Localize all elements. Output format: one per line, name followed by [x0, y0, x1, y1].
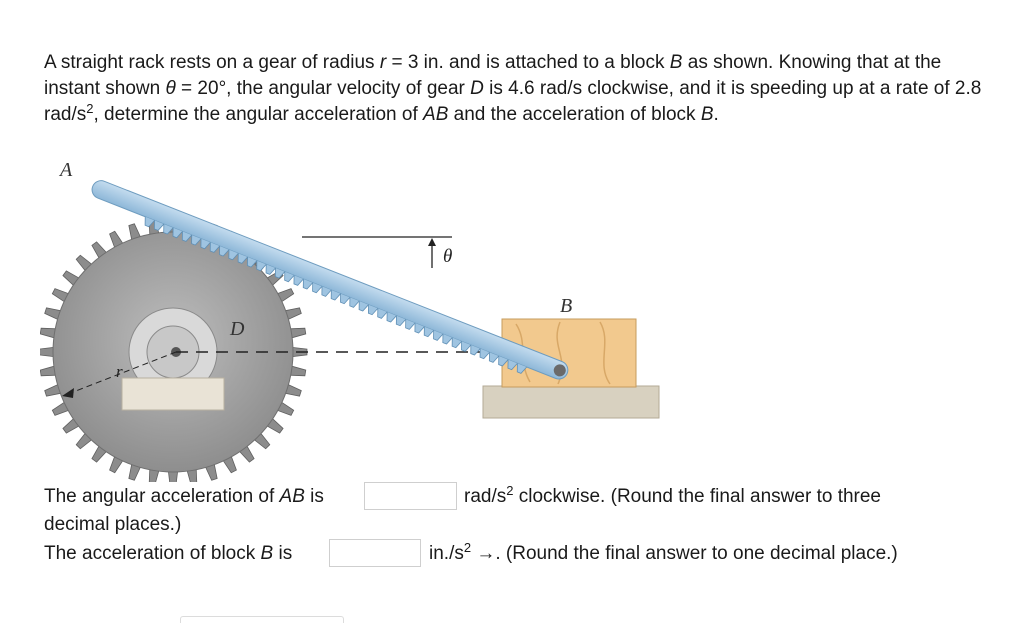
rack-tooth	[247, 257, 258, 268]
q1-unit-text: rad/s2 clockwise. (Round the final answe…	[464, 483, 881, 507]
radius-symbol: r	[379, 52, 387, 73]
rack-tooth	[395, 315, 407, 327]
arrow-right-icon: →	[471, 543, 496, 564]
problem-text: as shown. Knowing that at the instant sh…	[44, 52, 942, 99]
angular-acceleration-input[interactable]	[364, 482, 457, 510]
rack-tooth	[265, 264, 276, 275]
block-symbol: B	[700, 104, 714, 125]
rack-tooth	[144, 216, 155, 228]
rack-tooth	[209, 242, 220, 253]
rack-tooth	[451, 337, 462, 349]
rack-tooth	[349, 297, 360, 308]
rack-tooth	[367, 304, 379, 316]
rack-tooth	[377, 308, 388, 319]
problem-text: = 20°, the angular velocity of gear	[175, 78, 471, 99]
problem-text: A straight rack rests on a gear of radiu…	[44, 52, 380, 73]
rack-tooth	[293, 275, 304, 286]
rack-tooth	[219, 246, 230, 257]
rack-ab	[91, 180, 569, 380]
rack-tooth	[358, 301, 369, 312]
theta-arrow-icon	[428, 238, 436, 246]
rack-tooth	[321, 286, 332, 297]
theta-label: θ	[443, 246, 452, 267]
problem-text: = 3 in. and is attached to a block	[386, 52, 670, 73]
rack-tooth	[516, 363, 527, 374]
rack-symbol: AB	[423, 104, 449, 125]
rack-tooth	[172, 227, 183, 239]
rack-tooth	[470, 345, 481, 356]
problem-text: and the acceleration of block	[448, 104, 701, 125]
rack-tooth	[302, 279, 314, 290]
rack-pin-b	[553, 364, 566, 377]
rack-tooth	[181, 231, 193, 242]
q1-prompt: The angular acceleration of AB is	[44, 486, 324, 507]
label-a: A	[58, 159, 73, 181]
rack-tooth	[433, 330, 444, 341]
gear-support	[121, 377, 225, 411]
q2-prompt: The acceleration of block B is	[44, 543, 293, 564]
rack-tooth	[284, 271, 295, 283]
rack-tooth	[386, 312, 397, 323]
rack-tooth	[191, 235, 202, 246]
rack-tooth	[442, 334, 453, 345]
problem-text: .	[713, 104, 719, 125]
theta-symbol: θ	[165, 78, 176, 99]
rack-tooth	[414, 323, 425, 334]
rack-tooth	[312, 282, 323, 294]
block-symbol: B	[669, 52, 683, 73]
rack-tooth	[237, 253, 248, 264]
q1-continuation: decimal places.)	[44, 514, 182, 535]
rack-tooth	[228, 249, 239, 261]
rack-tooth	[507, 359, 518, 371]
block-acceleration-input[interactable]	[329, 539, 421, 567]
gear-d	[40, 217, 308, 482]
problem-text: is 4.6 rad/s clockwise, and it is speedi…	[44, 78, 982, 125]
rack-tooth	[153, 220, 165, 231]
rack-tooth	[256, 260, 267, 272]
rack-tooth	[405, 319, 416, 330]
rack-tooth	[461, 341, 472, 352]
radius-label: r	[116, 362, 123, 381]
superscript: 2	[86, 101, 94, 116]
rack-tooth	[423, 326, 434, 338]
rack-tooth	[330, 290, 341, 301]
mechanism-figure: r θ A B D	[40, 159, 660, 482]
gear-symbol: D	[470, 78, 484, 99]
radius-arrow-icon	[62, 388, 74, 398]
rack-tooth	[488, 352, 500, 363]
rack-tooth	[479, 348, 490, 360]
rack-tooth	[200, 238, 211, 250]
rack-teeth	[144, 216, 527, 374]
rack-tooth	[498, 356, 509, 367]
rack-tooth	[163, 224, 174, 235]
ground	[482, 385, 660, 419]
label-b: B	[560, 295, 572, 317]
rack-tooth	[274, 268, 286, 279]
rack-tooth	[340, 293, 351, 305]
problem-statement: A straight rack rests on a gear of radiu…	[44, 50, 984, 128]
label-d: D	[229, 318, 245, 340]
scroll-tab	[180, 616, 344, 623]
q2-unit-text: in./s2 →. (Round the final answer to one…	[429, 540, 898, 564]
problem-text: , determine the angular acceleration of	[93, 104, 424, 125]
